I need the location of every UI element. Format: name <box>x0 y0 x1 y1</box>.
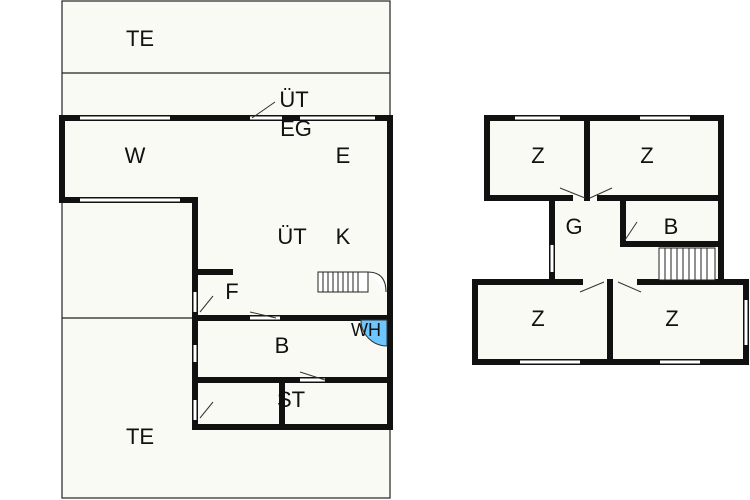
label-terrace-top: TE <box>126 26 154 51</box>
staircase-ground <box>317 271 387 293</box>
label-ground-floor: EG <box>280 116 312 141</box>
label-corridor: G <box>565 214 582 239</box>
label-terrace-bottom: TE <box>126 424 154 449</box>
ground-floor-plan: TE ÜT EG W E ÜT K F WH B ST TE <box>59 0 393 499</box>
label-kitchen: K <box>336 224 351 249</box>
upper-floor-plan: Z Z G B Z Z <box>472 115 749 365</box>
label-room-ur: Z <box>640 143 653 168</box>
label-hallway: F <box>225 279 238 304</box>
label-living: W <box>125 143 146 168</box>
entrance-door <box>251 101 276 119</box>
exterior-wall <box>59 115 393 430</box>
staircase-upper <box>658 247 716 281</box>
terrace-outline <box>61 0 391 499</box>
label-passage-top: ÜT <box>279 87 308 112</box>
utility-fixture <box>360 319 388 347</box>
label-dining: E <box>336 143 351 168</box>
upper-exterior-wall <box>472 115 749 365</box>
label-utility: WH <box>351 320 381 340</box>
label-room-ll: Z <box>531 306 544 331</box>
label-passage-mid: ÜT <box>277 224 306 249</box>
label-bath-upper: B <box>664 214 679 239</box>
label-bath-ground: B <box>275 333 290 358</box>
label-storage: ST <box>277 387 305 412</box>
label-room-lr: Z <box>665 306 678 331</box>
label-room-ul: Z <box>531 143 544 168</box>
